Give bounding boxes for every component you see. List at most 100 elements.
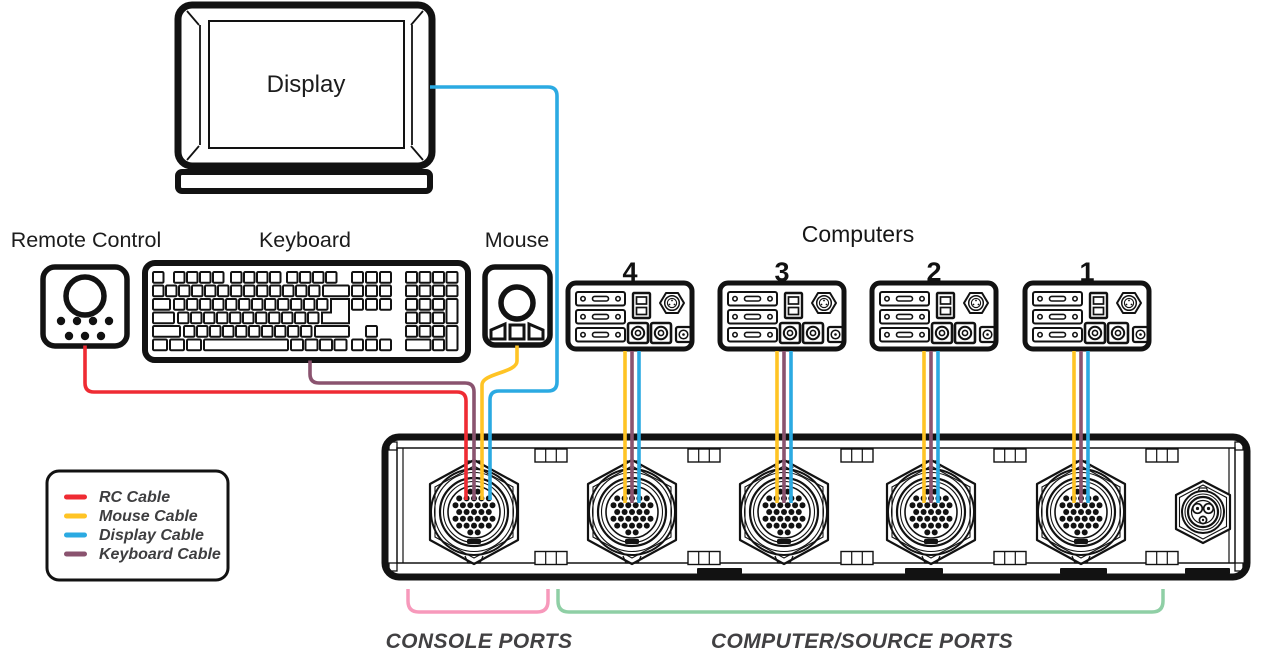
remote-dial [63, 274, 107, 318]
serial-port [575, 291, 626, 307]
remote-control-group [40, 264, 130, 349]
keyboard-key [238, 298, 251, 311]
connector-pin [935, 522, 942, 529]
keyboard-key [281, 311, 294, 325]
connector-pin [467, 488, 474, 495]
keyboard-key [325, 271, 338, 284]
connector-pin [795, 522, 802, 529]
keyboard-key [186, 271, 199, 284]
connector-pin [795, 509, 802, 515]
keyboard-key [222, 325, 235, 338]
keyboard-key [287, 325, 300, 338]
connector-pin [769, 515, 776, 522]
connector-pin [463, 509, 470, 515]
connector-pin [1074, 515, 1081, 522]
switch-bottom-marks [697, 568, 1230, 574]
keyboard-key [204, 284, 217, 298]
keyboard-key [255, 311, 268, 325]
keyboard-key [432, 298, 445, 311]
mouse-body [482, 264, 553, 348]
connector-pin [766, 509, 773, 515]
connector-pin [762, 502, 769, 509]
usb-port [783, 291, 804, 320]
connector-pin [640, 515, 647, 522]
connector-pin [471, 522, 477, 529]
keyboard-key [307, 311, 320, 325]
connector-pin [474, 515, 481, 522]
computer-box [1022, 280, 1152, 352]
keyboard-key [286, 271, 299, 284]
serial-port [1032, 309, 1083, 325]
keyboard-key [216, 311, 229, 325]
connector-pin [643, 522, 650, 529]
keyboard-key [165, 284, 178, 298]
keyboard-key [212, 298, 225, 311]
serial-port [879, 291, 930, 307]
serial-port [727, 327, 778, 343]
computer-cables [623, 351, 1090, 503]
computer-number-3: 3 [774, 257, 789, 287]
keyboard-key [186, 298, 199, 311]
connector-pin [610, 515, 617, 522]
connector-pin [788, 522, 795, 529]
keyboard-key [319, 338, 333, 352]
connector-pin [799, 515, 806, 522]
connector-pin [467, 502, 474, 509]
keyboard-key [333, 338, 348, 352]
computer-rear-ports [575, 291, 1150, 345]
keyboard-label: Keyboard [259, 228, 351, 252]
connector-pin [773, 509, 780, 515]
connector-pin [788, 509, 795, 515]
connector-pin [1092, 509, 1099, 515]
keyboard-key [212, 271, 225, 284]
din-port [659, 292, 685, 314]
serial-port [575, 327, 626, 343]
computer-number-4: 4 [622, 257, 637, 287]
keyboard-key [308, 284, 321, 298]
keyboard-cable-path [308, 360, 476, 500]
connector-pin [459, 502, 466, 509]
keyboard-key [282, 284, 295, 298]
connector-pin [614, 495, 621, 502]
connector-pin [792, 502, 799, 509]
connector-pin [792, 515, 799, 522]
mouse-label: Mouse [485, 228, 550, 252]
connector-pin [614, 522, 621, 529]
connector-pin [456, 495, 463, 502]
keyboard-key [405, 271, 418, 284]
keyboard-key [199, 298, 212, 311]
connector-pin [456, 522, 463, 529]
keyboard-key [169, 338, 185, 352]
connector-pin [1081, 529, 1088, 536]
usb-port [935, 291, 956, 320]
mouse-buttons [489, 321, 545, 341]
connector-pin [636, 509, 643, 515]
keyboard-key [269, 271, 282, 284]
av-port [930, 321, 954, 345]
connector-pin [1096, 502, 1103, 509]
din-port [963, 292, 989, 314]
connector-pin [931, 515, 938, 522]
power-connector [1174, 479, 1232, 545]
serial-port [575, 309, 626, 325]
mouse-cable-path [480, 345, 519, 500]
connector-pin [913, 495, 920, 502]
connector-pin [1089, 502, 1096, 509]
av-port [1083, 321, 1107, 345]
connector-pin [1074, 529, 1081, 536]
display-cable-path [430, 85, 559, 500]
switch-inner-panel [396, 447, 1236, 564]
connector-pin [1085, 509, 1092, 515]
keyboard-key [379, 284, 392, 298]
keyboard-key [251, 298, 264, 311]
connector-pin [781, 522, 787, 529]
keyboard-key [269, 284, 282, 298]
keyboard-key [173, 298, 186, 311]
av-port [649, 321, 673, 345]
keyboard-keys [152, 271, 459, 352]
remote-buttons [56, 316, 114, 341]
connector-pin [1078, 509, 1084, 515]
keyboard-key [261, 325, 274, 338]
keyboard-key [316, 298, 329, 311]
keyboard-key [264, 298, 277, 311]
